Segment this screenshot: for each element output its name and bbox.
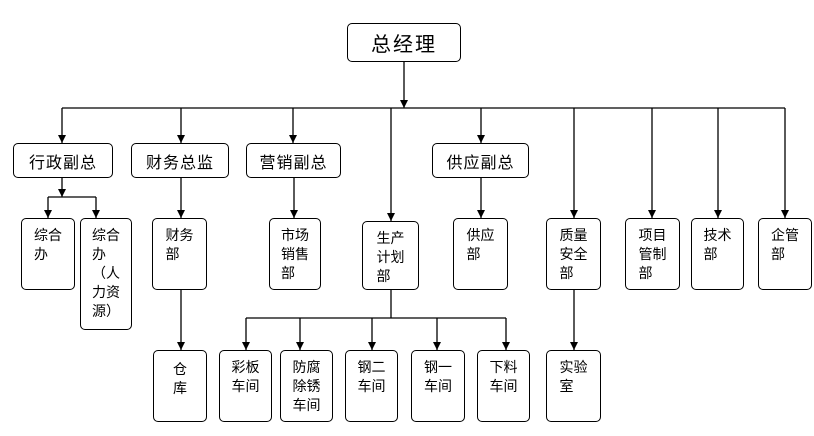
node-supply-vp: 供应副总 bbox=[432, 143, 529, 178]
node-steel-two-workshop: 钢二 车间 bbox=[345, 350, 398, 422]
label-line: 库 bbox=[173, 381, 187, 397]
label-line: 企管 bbox=[771, 228, 799, 244]
node-label: 防腐 除锈 车间 bbox=[293, 359, 321, 416]
label-line: 综合 bbox=[34, 228, 62, 244]
node-finance-dept: 财务 部 bbox=[152, 218, 207, 290]
node-label: 质量 安全 部 bbox=[560, 227, 588, 284]
node-general-manager: 总经理 bbox=[347, 23, 461, 62]
node-label: 总经理 bbox=[371, 32, 437, 56]
label-line: 项目 bbox=[638, 228, 667, 244]
label-line: 安全 bbox=[559, 247, 588, 263]
node-label: 项目 管制 部 bbox=[639, 227, 667, 284]
label-line: 力资 bbox=[92, 285, 120, 301]
label-line: 部 bbox=[638, 266, 653, 282]
node-production-planning: 生产 计划 部 bbox=[362, 221, 419, 290]
node-anticorrosion-workshop: 防腐 除锈 车间 bbox=[280, 350, 333, 422]
label-line: 车间 bbox=[357, 379, 386, 395]
label-line: 办 bbox=[34, 247, 48, 263]
label-line: 源） bbox=[92, 304, 120, 320]
label-line: 车间 bbox=[424, 379, 452, 395]
label-line: 实验 bbox=[559, 360, 588, 376]
node-general-office-hr: 综合 办 （人 力资 源） bbox=[80, 218, 132, 330]
node-supply-dept: 供应 部 bbox=[453, 218, 508, 290]
node-label: 彩板 车间 bbox=[232, 359, 260, 397]
label-line: 部 bbox=[281, 266, 295, 282]
node-marketing-dept: 市场 销售 部 bbox=[269, 218, 321, 290]
label-line: 钢二 bbox=[357, 360, 386, 376]
label-line: 办 bbox=[92, 247, 106, 263]
label-line: （人 bbox=[92, 266, 120, 282]
node-label: 综合 办 bbox=[34, 227, 62, 265]
label-line: 生产 bbox=[376, 231, 405, 247]
label-line: 部 bbox=[771, 247, 785, 263]
label-line: 下料 bbox=[489, 360, 518, 376]
label-line: 车间 bbox=[489, 379, 518, 395]
node-label: 供应 部 bbox=[467, 227, 495, 265]
node-label: 下料 车间 bbox=[490, 359, 518, 397]
label-line: 室 bbox=[559, 379, 574, 395]
node-technology: 技术 部 bbox=[691, 218, 744, 290]
node-cfo: 财务总监 bbox=[131, 143, 229, 178]
label-line: 彩板 bbox=[231, 360, 260, 376]
node-cutting-workshop: 下料 车间 bbox=[477, 350, 530, 422]
node-label: 供应副总 bbox=[446, 152, 515, 172]
node-color-plate-workshop: 彩板 车间 bbox=[219, 350, 272, 422]
label-line: 车间 bbox=[231, 379, 260, 395]
label-line: 除锈 bbox=[292, 379, 321, 395]
node-label: 钢一 车间 bbox=[424, 359, 452, 397]
node-label: 技术 部 bbox=[704, 227, 732, 265]
label-line: 部 bbox=[165, 247, 180, 263]
label-line: 综合 bbox=[92, 228, 120, 244]
label-line: 部 bbox=[376, 269, 391, 285]
label-line: 销售 bbox=[281, 247, 309, 263]
label-line: 技术 bbox=[703, 228, 732, 244]
label-line: 钢一 bbox=[424, 360, 452, 376]
label-line: 财务 bbox=[165, 228, 194, 244]
node-steel-one-workshop: 钢一 车间 bbox=[411, 350, 465, 422]
node-sales-vp: 营销副总 bbox=[246, 143, 341, 178]
node-warehouse: 仓 库 bbox=[153, 350, 207, 422]
label-line: 供应 bbox=[466, 228, 495, 244]
label-line: 部 bbox=[703, 247, 718, 263]
node-label: 实验 室 bbox=[560, 359, 588, 397]
label-line: 部 bbox=[466, 247, 481, 263]
node-label: 企管 部 bbox=[771, 227, 799, 265]
node-enterprise-mgmt: 企管 部 bbox=[758, 218, 812, 290]
label-line: 部 bbox=[559, 266, 574, 282]
label-line: 市场 bbox=[281, 228, 309, 244]
node-laboratory: 实验 室 bbox=[546, 350, 601, 422]
label-line: 仓 bbox=[173, 362, 187, 378]
node-admin-vp: 行政副总 bbox=[13, 143, 113, 178]
node-label: 行政副总 bbox=[28, 152, 97, 172]
node-label: 财务 部 bbox=[166, 227, 194, 265]
node-label: 市场 销售 部 bbox=[281, 227, 309, 284]
label-line: 计划 bbox=[376, 250, 405, 266]
node-label: 财务总监 bbox=[145, 152, 214, 172]
node-label: 综合 办 （人 力资 源） bbox=[92, 227, 120, 322]
node-general-office: 综合 办 bbox=[21, 218, 75, 290]
label-line: 质量 bbox=[559, 228, 588, 244]
node-project-control: 项目 管制 部 bbox=[625, 218, 680, 290]
node-label: 钢二 车间 bbox=[358, 359, 386, 397]
node-label: 仓 库 bbox=[173, 361, 187, 399]
label-line: 管制 bbox=[638, 247, 667, 263]
label-line: 防腐 bbox=[292, 360, 321, 376]
label-line: 车间 bbox=[292, 398, 321, 414]
node-label: 生产 计划 部 bbox=[377, 230, 405, 287]
node-label: 营销副总 bbox=[259, 152, 328, 172]
node-quality-safety: 质量 安全 部 bbox=[546, 218, 601, 290]
